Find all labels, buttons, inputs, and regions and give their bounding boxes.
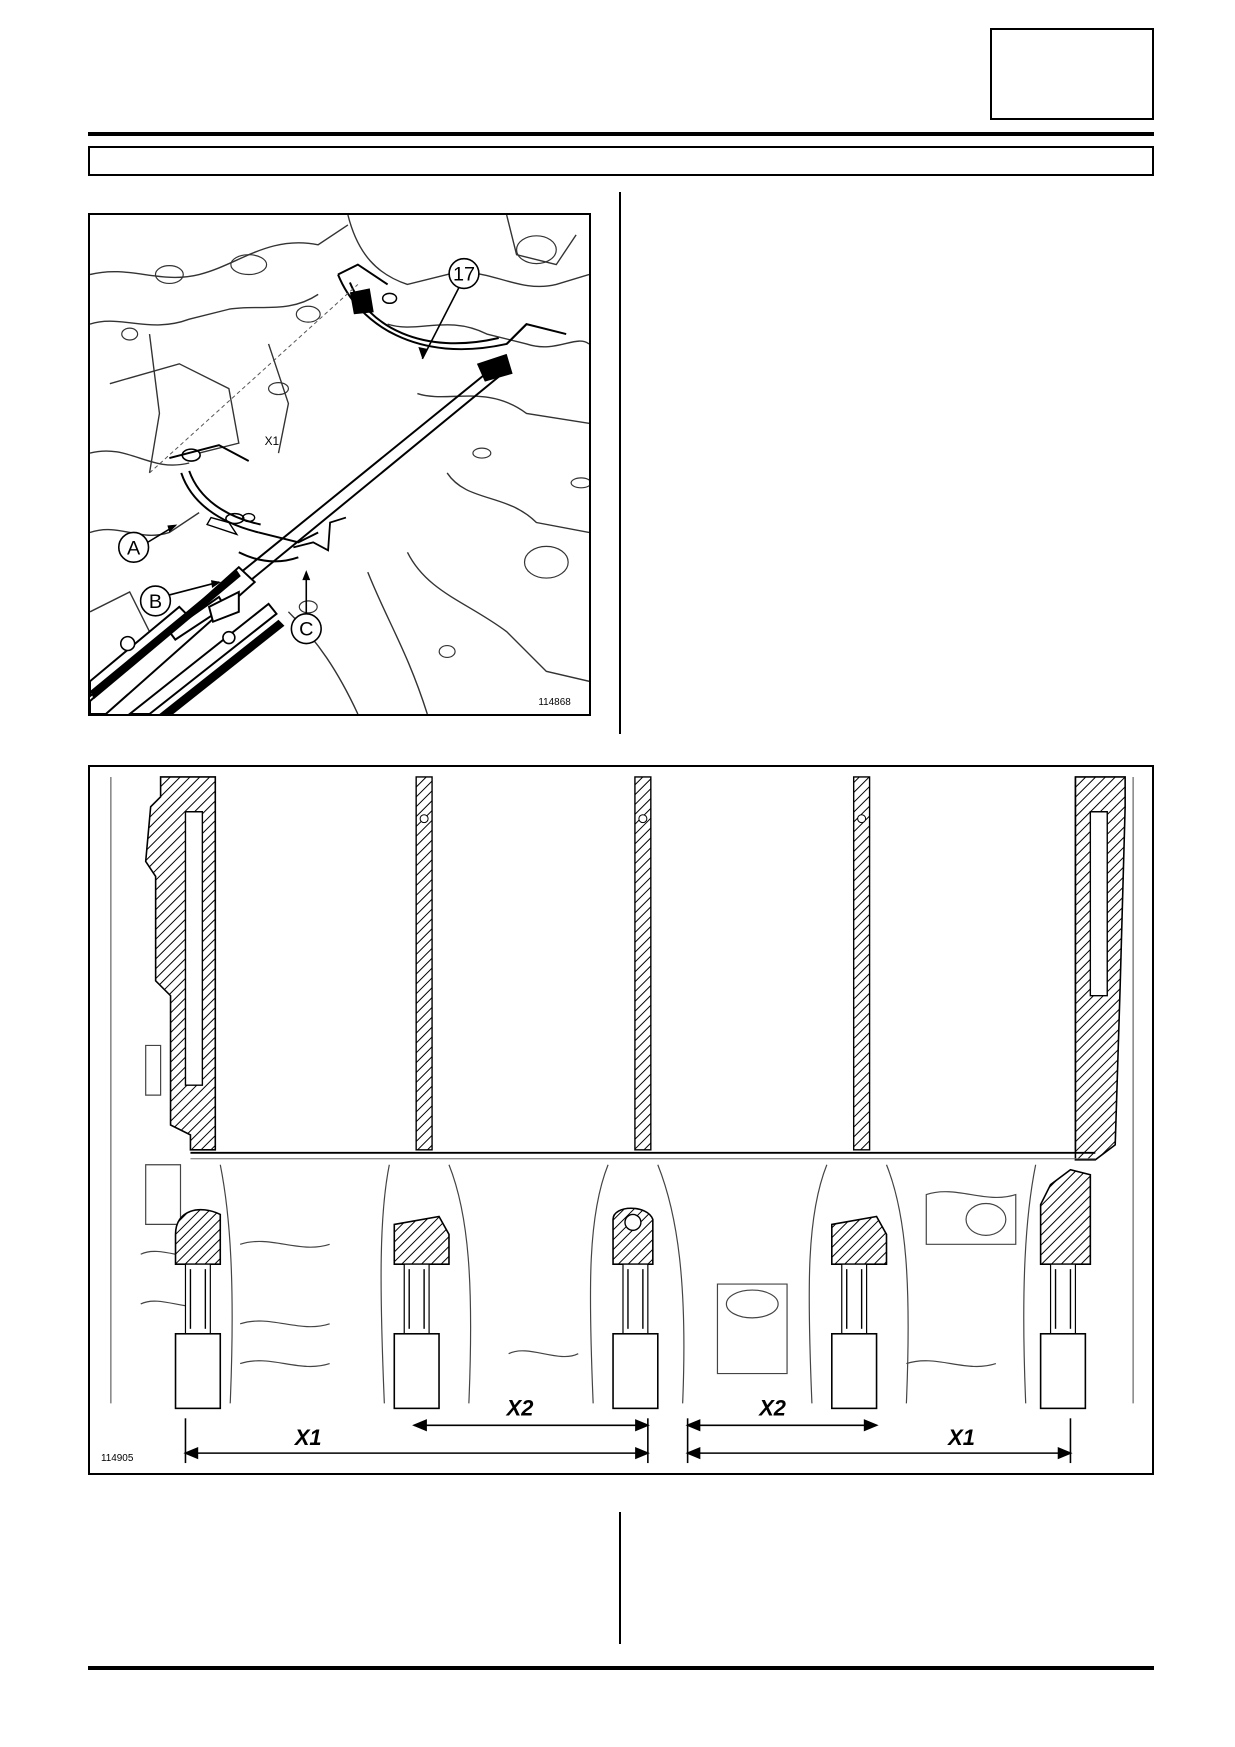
callout-17: 17 bbox=[453, 263, 475, 285]
page-number-box bbox=[990, 28, 1154, 120]
crankcase-section-illustration: X1 X2 X2 X1 114905 bbox=[101, 776, 1134, 1464]
dimension-x1-label: X1 bbox=[265, 434, 280, 448]
callout-a: A bbox=[127, 537, 141, 559]
column-divider-top bbox=[619, 192, 621, 734]
dimension-x1-right: X1 bbox=[947, 1425, 975, 1450]
figure-reference: 114905 bbox=[101, 1453, 134, 1464]
footer-rule bbox=[88, 1666, 1154, 1670]
dimension-x2-right: X2 bbox=[758, 1395, 786, 1420]
section-title-bar bbox=[88, 146, 1154, 176]
column-divider-bottom bbox=[619, 1512, 621, 1644]
figure-reference: 114868 bbox=[538, 697, 571, 708]
callout-b: B bbox=[149, 591, 162, 613]
dimension-x1-left: X1 bbox=[294, 1425, 322, 1450]
header-rule bbox=[88, 132, 1154, 136]
callout-c: C bbox=[299, 619, 313, 641]
figure-crankcase-section: X1 X2 X2 X1 114905 bbox=[88, 765, 1154, 1475]
bearing-measurement-illustration: 17 A B C X1 114868 bbox=[90, 215, 589, 714]
figure-bearing-measurement: 17 A B C X1 114868 bbox=[88, 213, 591, 716]
dimension-x2-left: X2 bbox=[506, 1395, 534, 1420]
